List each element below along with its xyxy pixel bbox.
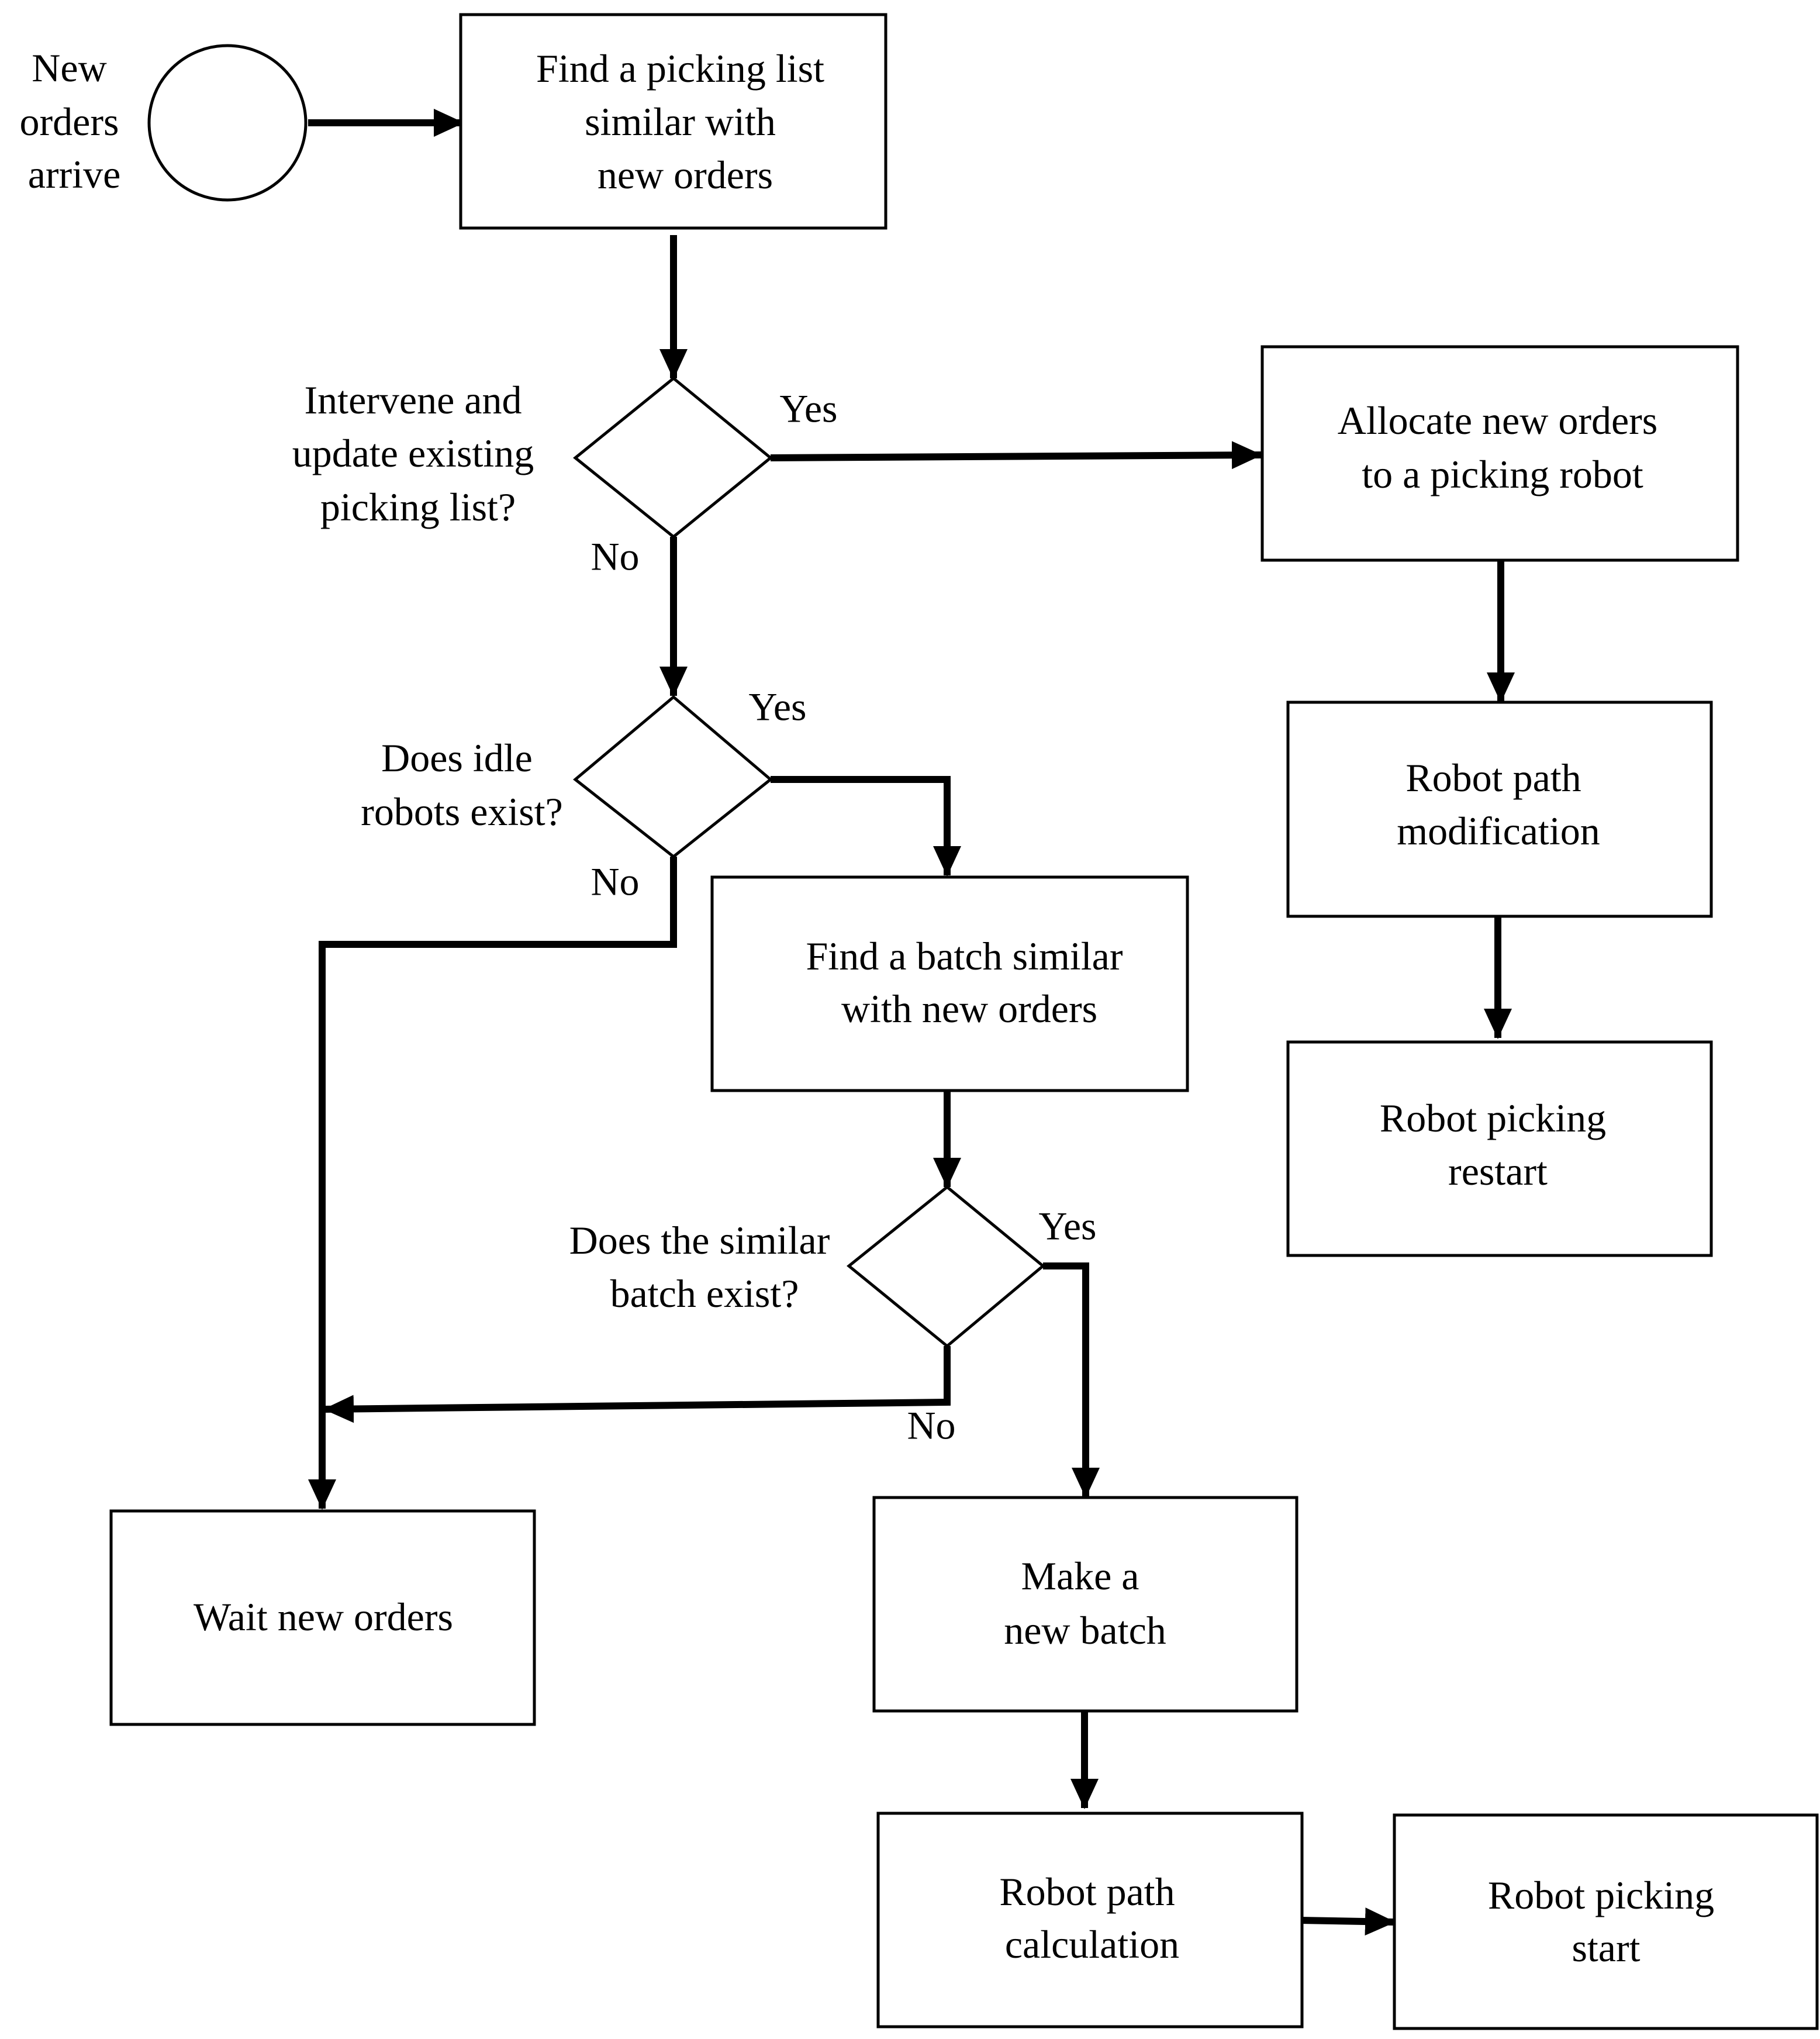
start-label-line: orders xyxy=(20,99,119,144)
edge-idle-yes-to-find-batch xyxy=(771,776,961,877)
decision-similar-batch-line: batch exist? xyxy=(610,1271,799,1316)
start-node: New orders arrive xyxy=(20,44,308,202)
picking-restart-line: restart xyxy=(1448,1149,1548,1193)
picking-restart-label: Robot picking restart xyxy=(1380,1096,1616,1193)
edge-similar-no-to-wait xyxy=(323,1346,951,1423)
path-calculation-line: calculation xyxy=(1005,1922,1179,1966)
picking-restart-rect xyxy=(1286,1040,1713,1257)
label-intervene-yes: Yes xyxy=(780,387,838,431)
picking-start-line: start xyxy=(1572,1926,1640,1970)
edge-path-calculation-to-picking-start xyxy=(1300,1907,1396,1936)
decision-intervene-line: Intervene and xyxy=(305,378,522,422)
find-picking-list-rect xyxy=(459,13,887,230)
picking-start-box: Robot picking start xyxy=(1393,1813,1819,2030)
find-picking-list-box: Find a picking list similar with new ord… xyxy=(459,13,887,230)
find-batch-line: Find a batch similar xyxy=(806,934,1123,978)
decision-idle-line: Does idle xyxy=(381,736,533,780)
path-calculation-label: Robot path calculation xyxy=(999,1869,1184,1966)
decision-intervene-line: picking list? xyxy=(320,485,516,529)
label-similar-no: No xyxy=(907,1403,955,1448)
start-circle xyxy=(147,44,308,202)
edges xyxy=(308,109,1515,1936)
allocate-orders-label: Allocate new orders to a picking robot xyxy=(1338,398,1668,496)
find-picking-list-label: Find a picking list similar with new ord… xyxy=(536,46,834,197)
find-batch-line: with new orders xyxy=(841,986,1097,1031)
label-intervene-no: No xyxy=(590,534,639,579)
picking-start-label: Robot picking start xyxy=(1488,1873,1724,1970)
wait-new-orders-rect xyxy=(109,1509,536,1726)
find-picking-list-line: similar with xyxy=(585,99,776,144)
path-modification-line: Robot path xyxy=(1405,755,1581,800)
make-new-batch-rect xyxy=(872,1496,1298,1713)
edge-labels: Yes No Yes No Yes No xyxy=(590,387,1096,1448)
allocate-orders-line: to a picking robot xyxy=(1362,452,1643,496)
wait-new-orders-line: Wait new orders xyxy=(194,1595,453,1639)
decision-idle-diamond xyxy=(573,695,773,859)
decision-intervene-line: update existing xyxy=(292,431,534,475)
path-modification-line: modification xyxy=(1397,809,1600,853)
allocate-orders-box: Allocate new orders to a picking robot xyxy=(1260,345,1739,562)
decision-idle-label: Does idle robots exist? xyxy=(361,736,563,834)
decision-similar-batch-line: Does the similar xyxy=(569,1218,830,1262)
decision-intervene-diamond xyxy=(573,376,773,539)
make-new-batch-line: Make a xyxy=(1021,1554,1139,1598)
make-new-batch-line: new batch xyxy=(1004,1608,1166,1652)
picking-restart-line: Robot picking xyxy=(1380,1096,1606,1140)
start-label: New orders arrive xyxy=(20,46,129,196)
start-label-line: arrive xyxy=(28,152,121,196)
path-calculation-line: Robot path xyxy=(999,1869,1175,1914)
find-picking-list-line: new orders xyxy=(598,153,773,197)
picking-start-rect xyxy=(1393,1813,1819,2030)
decision-idle: Does idle robots exist? xyxy=(361,695,773,859)
label-idle-no: No xyxy=(590,860,639,904)
edge-intervene-yes-to-allocate xyxy=(770,441,1262,470)
find-batch-rect xyxy=(710,875,1189,1092)
allocate-orders-rect xyxy=(1260,345,1739,562)
path-calculation-box: Robot path calculation xyxy=(876,1812,1304,2028)
decision-intervene: Intervene and update existing picking li… xyxy=(292,376,773,539)
make-new-batch-label: Make a new batch xyxy=(1004,1554,1166,1652)
find-batch-box: Find a batch similar with new orders xyxy=(710,875,1189,1092)
edge-similar-yes-to-make-batch xyxy=(1043,1262,1100,1498)
picking-start-line: Robot picking xyxy=(1488,1873,1714,1917)
label-idle-yes: Yes xyxy=(749,685,807,729)
wait-new-orders-label: Wait new orders xyxy=(194,1595,453,1639)
path-modification-label: Robot path modification xyxy=(1397,755,1600,853)
picking-restart-box: Robot picking restart xyxy=(1286,1040,1713,1257)
decision-similar-batch-diamond xyxy=(847,1185,1045,1348)
path-modification-box: Robot path modification xyxy=(1286,701,1713,918)
find-picking-list-line: Find a picking list xyxy=(536,46,824,91)
decision-idle-line: robots exist? xyxy=(361,789,563,834)
path-calculation-rect xyxy=(876,1812,1304,2028)
find-batch-label: Find a batch similar with new orders xyxy=(806,934,1132,1031)
decision-similar-batch: Does the similar batch exist? xyxy=(569,1185,1045,1348)
wait-new-orders-box: Wait new orders xyxy=(109,1509,536,1726)
start-label-line: New xyxy=(32,46,106,90)
edge-idle-no-to-wait xyxy=(308,857,677,1510)
make-new-batch-box: Make a new batch xyxy=(872,1496,1298,1713)
path-modification-rect xyxy=(1286,701,1713,918)
allocate-orders-line: Allocate new orders xyxy=(1338,398,1658,443)
decision-intervene-label: Intervene and update existing picking li… xyxy=(292,378,544,529)
label-similar-yes: Yes xyxy=(1039,1204,1097,1248)
decision-similar-batch-label: Does the similar batch exist? xyxy=(569,1218,840,1316)
